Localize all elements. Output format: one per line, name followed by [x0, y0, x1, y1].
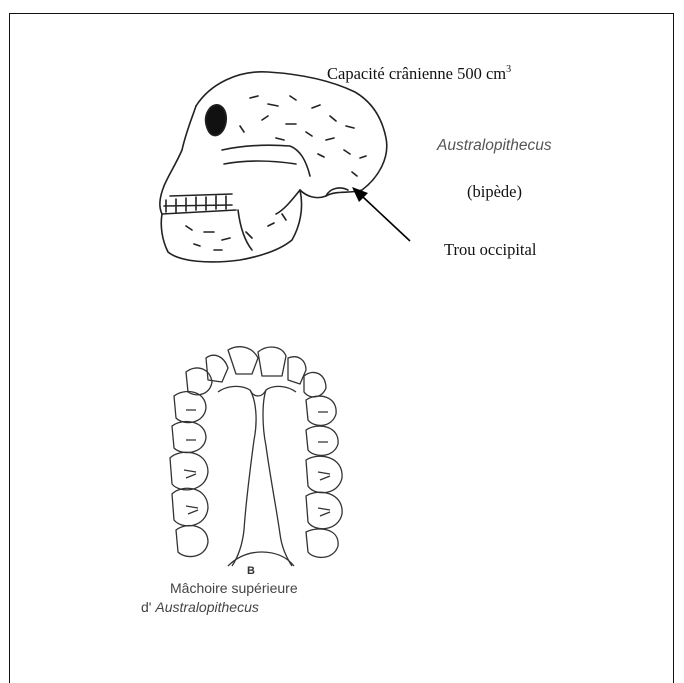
occipital-foramen-label: Trou occipital [444, 240, 536, 260]
genus-label: Australopithecus [437, 137, 552, 155]
australopithecus-skull [160, 72, 387, 262]
cranial-capacity-label: Capacité crânienne 500 cm3 [327, 64, 511, 84]
jaw-caption-line2: d' Australopithecus [141, 599, 259, 615]
occipital-arrow [352, 187, 410, 241]
jaw-caption-line1: Mâchoire supérieure [170, 580, 298, 596]
biped-label: (bipède) [467, 182, 522, 202]
jaw-caption-prefix: d' [141, 599, 151, 615]
jaw-caption-genus: Australopithecus [155, 599, 259, 615]
cranial-capacity-text: Capacité crânienne 500 cm [327, 64, 506, 83]
figure-letter: B [247, 565, 255, 577]
upper-jaw [170, 347, 342, 566]
cranial-capacity-exponent: 3 [506, 64, 511, 75]
